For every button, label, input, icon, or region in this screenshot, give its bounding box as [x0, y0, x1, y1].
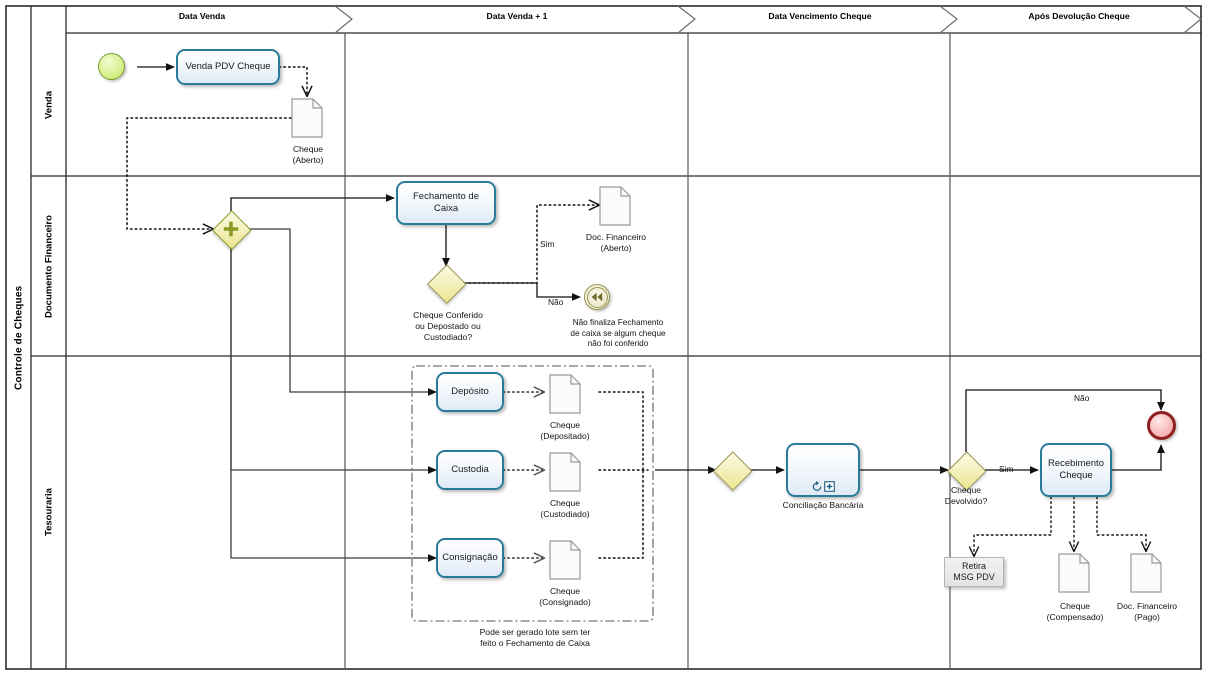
caption-nao-finaliza-event: Não finaliza Fechamento de caixa se algu… — [570, 318, 666, 348]
caption-conciliacao-bancaria: Conciliação Bancária — [782, 500, 864, 510]
flow-nao-to-end — [965, 389, 1166, 452]
end-event[interactable] — [1147, 411, 1176, 440]
assoc-cheque-aberto-to-gw — [126, 117, 292, 229]
flow-gw-to-custodia — [230, 247, 437, 475]
flow-label-nao-devolvido: Não — [1074, 393, 1090, 403]
lane-label-tesouraria: Tesouraria — [43, 488, 55, 537]
task-custodia[interactable]: Custodia — [436, 450, 504, 490]
task-label: Consignação — [442, 552, 498, 563]
lane-label-documento-financeiro: Documento Financeiro — [43, 215, 55, 318]
caption-doc-financeiro-aberto: Doc. Financeiro (Aberto) — [585, 232, 647, 253]
gateway-shape — [713, 451, 753, 491]
milestone-label-apos-devolucao: Após Devolução Cheque — [1028, 11, 1130, 21]
task-consignacao[interactable]: Consignação — [436, 538, 504, 578]
data-object-cheque-compensado[interactable] — [1058, 553, 1090, 593]
task-label: Fechamento de Caixa — [412, 191, 479, 214]
task-fechamento-de-caixa[interactable]: Fechamento de Caixa — [396, 181, 496, 225]
data-object-cheque-aberto[interactable] — [291, 98, 323, 138]
milestone-label-data-venda: Data Venda — [178, 11, 226, 21]
data-object-doc-financeiro-aberto[interactable] — [599, 186, 631, 226]
task-label: Recebimento Cheque — [1048, 458, 1104, 481]
flow-gw-to-deposito — [249, 228, 437, 397]
gateway-cheque-conferido[interactable] — [427, 264, 467, 304]
task-deposito[interactable]: Depósito — [436, 372, 504, 412]
assoc-recebimento-to-retira — [974, 496, 1052, 556]
task-label: Custodia — [451, 464, 489, 475]
subprocess-marker — [823, 481, 835, 492]
data-object-doc-financeiro-pago[interactable] — [1130, 553, 1162, 593]
assoc-recebimento-to-doc-pago — [1096, 496, 1146, 551]
milestone-label-data-vencimento: Data Vencimento Cheque — [768, 11, 872, 21]
gateway-shape — [427, 264, 467, 304]
group-boundary — [411, 365, 654, 622]
task-label: Depósito — [451, 386, 489, 397]
gateway-merge[interactable] — [713, 451, 753, 491]
caption-gateway-cheque-devolvido: Cheque Devolvido? — [944, 485, 988, 506]
flow-recebimento-to-end — [1112, 444, 1166, 471]
caption-doc-financeiro-pago: Doc. Financeiro (Pago) — [1116, 601, 1178, 622]
flow-label-sim-devolvido: Sim — [999, 464, 1014, 474]
assoc-venda-to-cheque-aberto — [278, 66, 307, 96]
assoc-collector-bottom — [598, 469, 644, 559]
task-label: Venda PDV Cheque — [185, 61, 271, 72]
gateway-shape — [212, 210, 252, 250]
assoc-collector-top — [598, 391, 644, 471]
caption-cheque-consignado: Cheque (Consignado) — [539, 586, 591, 607]
task-recebimento-cheque[interactable]: Recebimento Cheque — [1040, 443, 1112, 497]
caption-group-lote: Pode ser gerado lote sem ter feito o Fec… — [479, 627, 591, 648]
loop-marker — [812, 481, 823, 492]
task-conciliacao-bancaria[interactable] — [786, 443, 860, 497]
caption-cheque-compensado: Cheque (Compensado) — [1046, 601, 1104, 622]
flow-nao-to-rewind — [464, 282, 581, 302]
flow-label-nao-conferido: Não — [548, 297, 564, 307]
assoc-sim-to-doc-financeiro — [463, 205, 599, 284]
task-venda-pdv-cheque[interactable]: Venda PDV Cheque — [176, 49, 280, 85]
pool-label: Controle de Cheques — [13, 285, 25, 390]
annotation-label: Retira MSG PDV — [953, 560, 995, 583]
start-event[interactable] — [98, 53, 125, 80]
intermediate-rewind-event[interactable] — [584, 284, 610, 310]
task-markers — [788, 481, 858, 492]
sequence-flows — [137, 62, 1166, 563]
flow-label-sim-conferido: Sim — [540, 239, 555, 249]
annotation-retira-msg-pdv[interactable]: Retira MSG PDV — [944, 557, 1004, 587]
caption-cheque-custodiado: Cheque (Custodiado) — [540, 498, 590, 519]
data-object-cheque-depositado[interactable] — [549, 374, 581, 414]
flow-gw-to-consignacao — [230, 247, 437, 563]
lane-label-venda: Venda — [43, 91, 55, 119]
milestone-label-data-venda-1: Data Venda + 1 — [486, 11, 548, 21]
data-associations — [126, 66, 1146, 559]
flow-gw-to-fechamento — [230, 193, 395, 211]
gateway-parallel[interactable] — [212, 210, 252, 250]
caption-cheque-aberto: Cheque (Aberto) — [292, 144, 324, 165]
caption-gateway-cheque-conferido: Cheque Conferido ou Depostado ou Custodi… — [413, 310, 483, 342]
caption-cheque-depositado: Cheque (Depositado) — [540, 420, 590, 441]
gateway-cheque-devolvido[interactable] — [947, 451, 987, 491]
rewind-icon — [586, 286, 608, 308]
data-object-cheque-consignado[interactable] — [549, 540, 581, 580]
pool-frame — [5, 5, 1202, 670]
data-object-cheque-custodiado[interactable] — [549, 452, 581, 492]
